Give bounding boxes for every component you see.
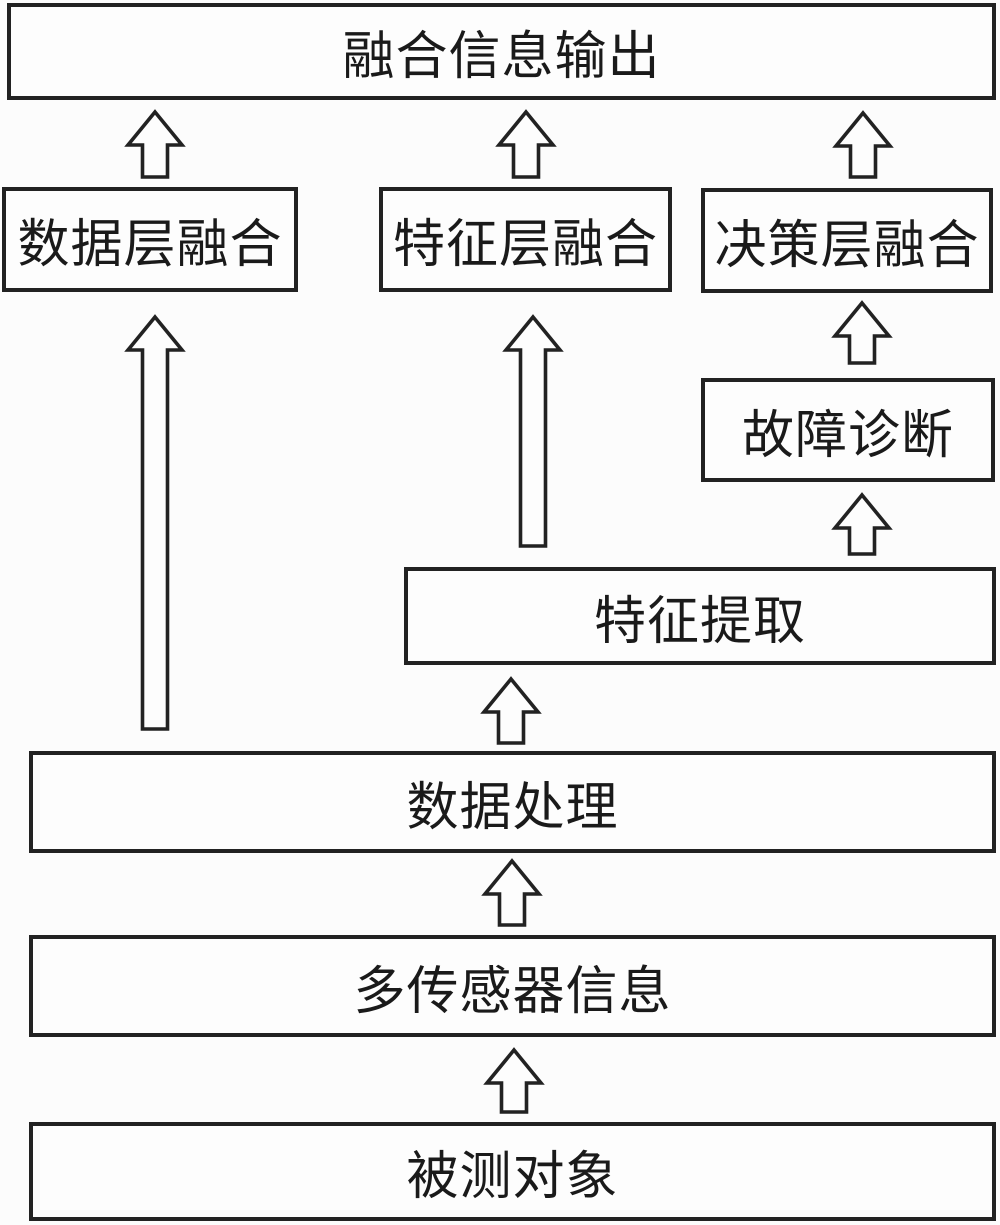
box-decision-level-fusion: 决策层融合	[701, 188, 993, 293]
arrow-fault-diagnosis-to-decision-fusion-icon	[831, 300, 893, 365]
box-multisensor-information: 多传感器信息	[29, 935, 996, 1037]
box-feature-extraction: 特征提取	[404, 567, 996, 665]
arrow-feature-extraction-to-feature-fusion-icon	[502, 314, 564, 548]
arrow-data-processing-to-data-fusion-icon	[124, 314, 186, 731]
arrow-data-fusion-to-output-icon	[124, 109, 186, 179]
arrow-decision-fusion-to-output-icon	[832, 110, 894, 179]
box-feature-level-fusion: 特征层融合	[379, 187, 672, 292]
box-fault-diagnosis: 故障诊断	[701, 378, 995, 482]
box-data-level-fusion: 数据层融合	[2, 187, 298, 292]
arrow-measured-object-to-multisensor-icon	[483, 1047, 545, 1114]
arrow-data-processing-to-feature-extraction-icon	[480, 676, 542, 745]
arrow-feature-fusion-to-output-icon	[495, 109, 557, 179]
box-measured-object: 被测对象	[29, 1122, 996, 1221]
arrow-feature-extraction-to-fault-diagnosis-icon	[831, 492, 893, 556]
box-data-processing: 数据处理	[29, 751, 996, 853]
arrow-multisensor-to-data-processing-icon	[481, 858, 543, 927]
box-fused-information-output: 融合信息输出	[7, 3, 996, 100]
